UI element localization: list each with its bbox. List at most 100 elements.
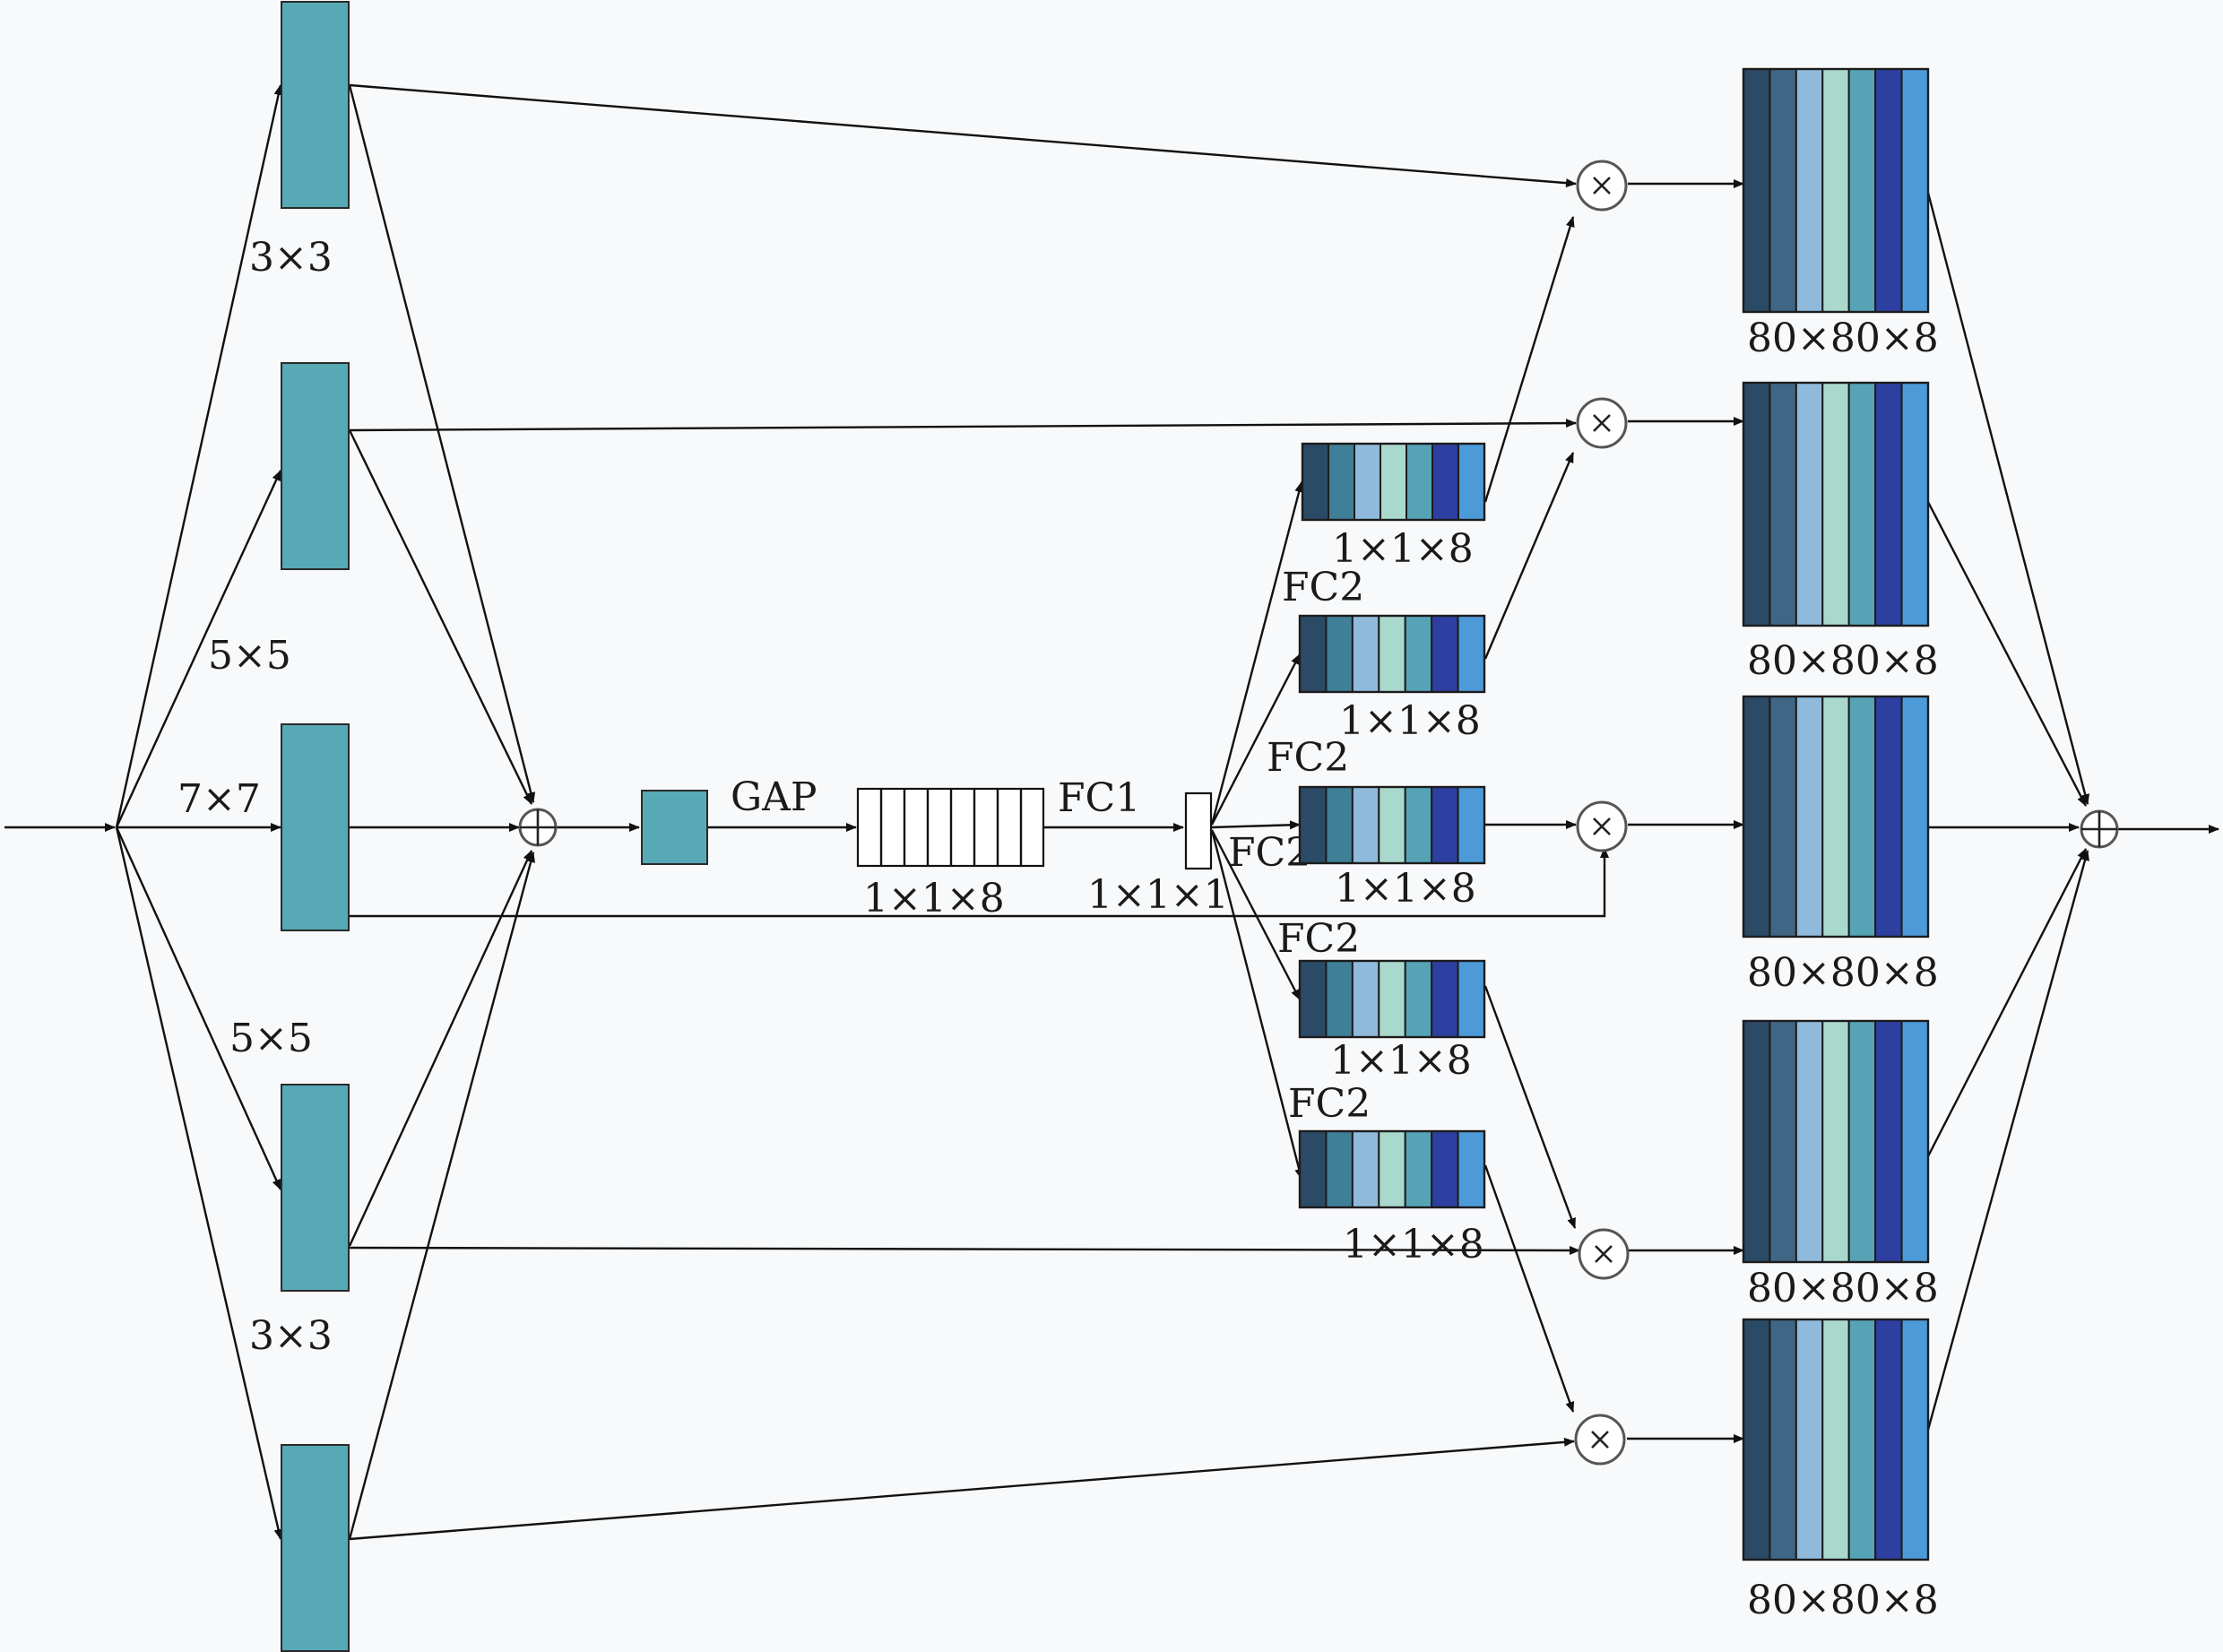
color-strip [1769,68,1797,313]
multiply-circle-icon [1576,800,1628,852]
color-strip [1325,960,1354,1038]
output-dim-4: 80×80×8 [1747,1266,1939,1311]
connectors [4,83,2219,1541]
block-border [1298,785,1486,865]
color-strip [1821,68,1850,313]
output-dim-3: 80×80×8 [1747,950,1939,996]
color-strip [1769,1020,1797,1263]
color-strip [1325,1130,1354,1208]
color-strip [1299,1130,1328,1208]
color-strip [1874,696,1903,938]
color-strip [1457,615,1485,693]
color-strip [1351,960,1380,1038]
output-feature-map-4 [1742,1019,1930,1264]
multiply-circle-icon [1578,1228,1630,1280]
color-strip [1743,696,1771,938]
color-strip [1457,786,1485,864]
color-strip [1404,960,1433,1038]
kernel-label-4: 5×5 [229,1016,313,1061]
block-border [1742,67,1930,314]
multiply-circle-icon [1576,160,1628,212]
color-strip [1847,1020,1877,1263]
color-strip [1378,960,1406,1038]
color-strip [1354,443,1381,521]
block-border [1298,1129,1486,1209]
multiply-circle-icon [1574,1414,1626,1466]
kernel-label-5: 3×3 [249,1313,333,1359]
color-strip [1900,1319,1930,1561]
color-strip [1457,443,1485,521]
color-strip [1351,1130,1380,1208]
output-feature-map-2 [1742,381,1930,627]
branch-blocks [281,1,350,1652]
color-strip [1431,615,1459,693]
branch-block-1 [281,1,350,209]
gap-block [641,790,708,865]
attention-dim-5: 1×1×8 [1343,1222,1484,1267]
color-strip [1874,1319,1903,1561]
attention-dim-4: 1×1×8 [1330,1038,1472,1084]
output-dim-1: 80×80×8 [1747,316,1939,361]
color-strip [1299,960,1328,1038]
output-feature-map-3 [1742,695,1930,938]
color-strip [1847,696,1877,938]
color-strip [1406,443,1433,521]
kernel-label-3: 7×7 [177,776,261,822]
color-strip [1351,786,1380,864]
multiply-circle-icon [1576,397,1628,449]
color-strip [1795,382,1824,627]
output-feature-map-5 [1742,1318,1930,1561]
color-strip [1769,696,1797,938]
color-strip [1325,615,1354,693]
color-strip [1874,68,1903,313]
attention-dim-2: 1×1×8 [1339,698,1481,744]
branch-block-2 [281,362,350,570]
color-strip [1795,1319,1824,1561]
output-dim-2: 80×80×8 [1747,638,1939,684]
attention-vector-1 [1301,442,1486,522]
add-circle-icon [518,808,558,847]
fc2-label-3: FC2 [1228,830,1310,876]
block-border [1301,442,1486,522]
attention-vector-5 [1298,1129,1486,1209]
color-strip [1378,786,1406,864]
color-strip [1431,960,1459,1038]
branch-block-5 [281,1444,350,1652]
fc2-label-4: FC2 [1277,916,1360,962]
attention-vector-3 [1298,785,1486,865]
color-strip [1431,786,1459,864]
color-strip [1821,1020,1850,1263]
block-border [1298,959,1486,1039]
output-dim-5: 80×80×8 [1747,1578,1939,1623]
color-strip [1325,786,1354,864]
color-strip [1404,1130,1433,1208]
color-strip [1743,1020,1771,1263]
color-strip [1847,382,1877,627]
kernel-label-2: 5×5 [208,633,291,679]
color-strip [1795,696,1824,938]
fc1-label: FC1 [1058,775,1140,821]
color-strip [1299,786,1328,864]
attention-dim-1: 1×1×8 [1332,526,1474,572]
color-strip [1900,382,1930,627]
branch-block-4 [281,1084,350,1292]
color-strip [1404,786,1433,864]
color-strip [1900,1020,1930,1263]
color-strip [1821,382,1850,627]
fc2-label-1: FC2 [1282,565,1364,610]
attention-dim-3: 1×1×8 [1335,866,1476,912]
color-strip [1847,68,1877,313]
color-strip [1431,1130,1459,1208]
block-border [1742,1019,1930,1264]
color-strip [1795,1020,1824,1263]
color-strip [1874,382,1903,627]
color-strip [1299,615,1328,693]
color-strip [1900,68,1930,313]
block-border [1298,614,1486,694]
fc1-vector [1184,791,1213,870]
gap-vector [856,787,1045,868]
color-strip [1821,696,1850,938]
add-circle-icon [2080,809,2119,849]
fc1-vector-dim: 1×1×1 [1087,872,1229,918]
